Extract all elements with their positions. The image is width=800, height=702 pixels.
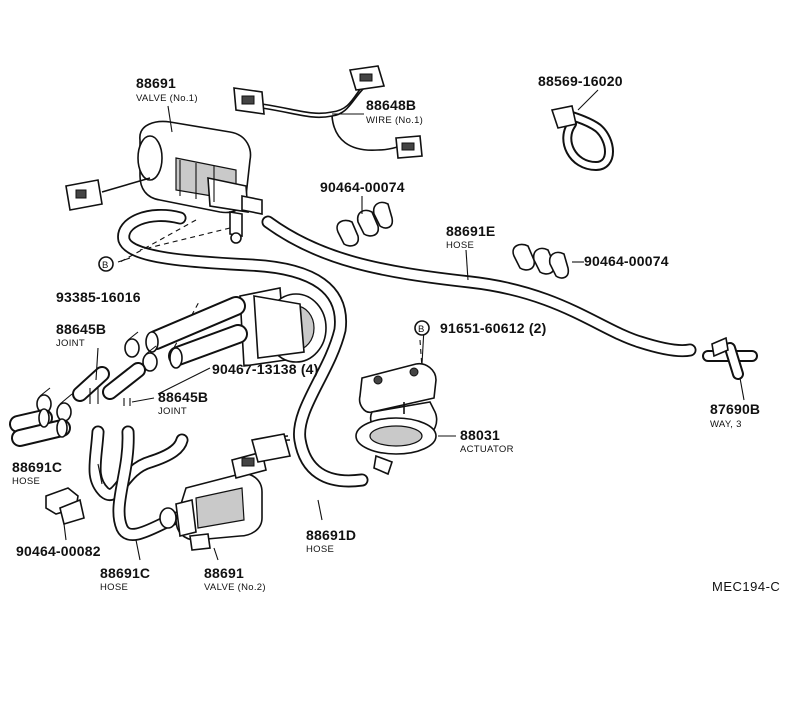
hose-d-name: HOSE	[306, 544, 334, 555]
actuator-name: ACTUATOR	[460, 444, 514, 455]
bolt2-part-number: 91651-60612 (2)	[440, 320, 547, 336]
dashed-lead-valve1	[119, 219, 197, 263]
hose-e-icon	[261, 215, 697, 358]
joint-left-icon	[9, 408, 71, 447]
hose-c2-icon	[112, 425, 183, 541]
hose-clip-icon	[336, 201, 394, 247]
way3-name: WAY, 3	[710, 419, 742, 430]
label-joint-1: 88645B JOINT	[56, 321, 106, 349]
valve-no1-icon	[65, 120, 263, 244]
three-way-joint-icon	[702, 336, 758, 380]
label-valve2: 88691 VALVE (No.2)	[204, 565, 266, 593]
diagram-code: MEC194-C	[712, 579, 780, 594]
clip3-part-number: 90464-00082	[16, 543, 101, 559]
wire-part-number: 88648B	[366, 97, 416, 113]
clips4-part-number: 90467-13138 (4)	[212, 361, 319, 377]
bolt1-part-number: 93385-16016	[56, 289, 141, 305]
joint-icon	[72, 362, 146, 406]
actuator-part-number: 88031	[460, 427, 500, 443]
valve2-name: VALVE (No.2)	[204, 582, 266, 593]
hose-c1-icon	[88, 425, 189, 501]
label-way3: 87690B WAY, 3	[710, 401, 760, 430]
joint-hoses-icon	[145, 296, 248, 369]
hose-d-icon	[117, 208, 369, 488]
joint2-name: JOINT	[158, 406, 187, 417]
wire-name: WIRE (No.1)	[366, 115, 423, 126]
joint1-part-number: 88645B	[56, 321, 106, 337]
joint2-part-number: 88645B	[158, 389, 208, 405]
hose-c1-name: HOSE	[12, 476, 40, 487]
clip2-part-number: 90464-00074	[584, 253, 669, 269]
label-valve1: 88691 VALVE (No.1)	[136, 75, 198, 104]
label-hose-c1: 88691C HOSE	[12, 459, 62, 487]
bolt2-marker-letter: B	[418, 324, 425, 335]
clip1-part-number: 90464-00074	[320, 179, 405, 195]
label-hose-c2: 88691C HOSE	[100, 565, 150, 593]
spring-clip-cluster-icon	[36, 331, 158, 422]
label-joint-2: 88645B JOINT	[158, 389, 208, 417]
valve1-part-number: 88691	[136, 75, 176, 91]
bolt-marker-2: B 91651-60612 (2)	[414, 320, 547, 336]
bolt-marker-1: B 93385-16016	[56, 256, 141, 305]
bolt1-marker-letter: B	[102, 260, 109, 271]
wire-harness-icon	[233, 65, 423, 159]
valve2-part-number: 88691	[204, 565, 244, 581]
clamp-part-number: 88569-16020	[538, 73, 623, 89]
actuator-icon	[355, 362, 438, 476]
leader-lines	[63, 89, 745, 561]
dashed-lead-actuator	[419, 339, 423, 369]
hose-e-name: HOSE	[446, 240, 474, 251]
hose-clamp-icon	[550, 105, 614, 171]
label-hose-d: 88691D HOSE	[306, 527, 356, 555]
label-wire: 88648B WIRE (No.1)	[366, 97, 423, 126]
label-hose-e: 88691E HOSE	[446, 223, 495, 251]
way3-part-number: 87690B	[710, 401, 760, 417]
hose-d-part-number: 88691D	[306, 527, 356, 543]
label-actuator: 88031 ACTUATOR	[460, 427, 514, 455]
hose-clip-icon-3	[45, 487, 85, 526]
hose-c2-part-number: 88691C	[100, 565, 150, 581]
hose-c1-part-number: 88691C	[12, 459, 62, 475]
canister-icon	[239, 287, 327, 367]
hose-e-part-number: 88691E	[446, 223, 495, 239]
joint1-name: JOINT	[56, 338, 85, 349]
hose-c2-name: HOSE	[100, 582, 128, 593]
hose-clip-icon-2	[512, 243, 570, 279]
dashed-lead-valve1-b	[139, 227, 231, 251]
valve-no2-icon	[159, 433, 292, 551]
valve1-name: VALVE (No.1)	[136, 93, 198, 104]
